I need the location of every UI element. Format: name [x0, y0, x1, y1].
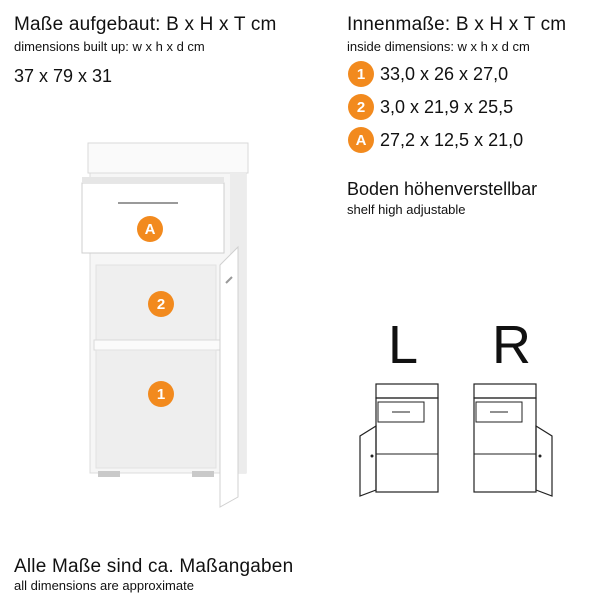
outer-dimensions-value: 37 x 79 x 31 — [14, 66, 113, 86]
inside-dimensions-title-en: inside dimensions: w x h x d cm — [347, 39, 530, 54]
footer-note-de: Alle Maße sind ca. Maßangaben — [14, 556, 294, 577]
dimensions-title-de: Maße aufgebaut: B x H x T cm — [14, 14, 277, 35]
inner-dimension-value-a: 27,2 x 12,5 x 21,0 — [380, 129, 524, 150]
right-hinged-cabinet-drawing — [473, 383, 553, 497]
left-hinged-cabinet-drawing — [359, 383, 439, 497]
compartment-badge-1: 1 — [348, 61, 374, 87]
inner-dimension-value-2: 3,0 x 21,9 x 25,5 — [380, 96, 514, 117]
inner-dimension-row-1: 1 33,0 x 26 x 27,0 — [348, 61, 508, 87]
footer-note-en: all dimensions are approximate — [14, 578, 194, 593]
inner-dimension-row-2: 2 3,0 x 21,9 x 25,5 — [348, 94, 513, 120]
compartment-badge-a: A — [348, 127, 374, 153]
cabinet-badge-2: 2 — [148, 291, 174, 317]
inner-dimension-row-a: A 27,2 x 12,5 x 21,0 — [348, 127, 523, 153]
inside-dimensions-title-de: Innenmaße: B x H x T cm — [347, 14, 567, 35]
variant-left-label: L — [388, 315, 419, 375]
cabinet-illustration — [81, 142, 249, 508]
compartment-badge-2: 2 — [348, 94, 374, 120]
variant-right-label: R — [492, 315, 531, 375]
inner-dimension-value-1: 33,0 x 26 x 27,0 — [380, 63, 509, 84]
shelf-note-de: Boden höhenverstellbar — [347, 179, 538, 199]
cabinet-badge-a: A — [137, 216, 163, 242]
shelf-note-en: shelf high adjustable — [347, 202, 466, 217]
dimensions-title-en: dimensions built up: w x h x d cm — [14, 39, 205, 54]
cabinet-badge-1: 1 — [148, 381, 174, 407]
